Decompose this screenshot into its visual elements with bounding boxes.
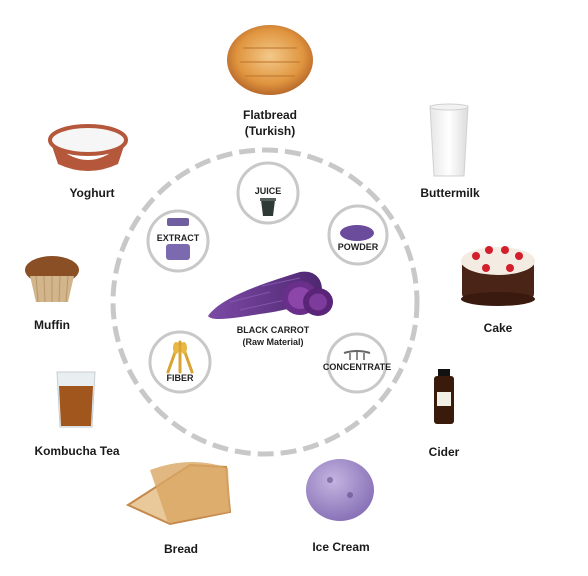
center-label-line1: BLACK CARROT (227, 324, 319, 336)
concentrate-label: CONCENTRATE (318, 362, 396, 372)
bread-image (128, 462, 230, 524)
yoghurt-bowl-image (50, 125, 126, 171)
powder-node (329, 206, 387, 264)
flatbread-label-line2: (Turkish) (225, 123, 315, 139)
ice-cream-label: Ice Cream (298, 539, 384, 555)
flatbread-label: Flatbread (Turkish) (225, 107, 315, 139)
powder-label: POWDER (330, 242, 386, 252)
kombucha-glass-image (57, 372, 95, 427)
buttermilk-glass-image (430, 104, 468, 176)
cider-bottle-image (434, 369, 454, 424)
center-label-line2: (Raw Material) (227, 336, 319, 348)
juice-label: JUICE (244, 186, 292, 196)
cider-label: Cider (418, 444, 470, 460)
kombucha-tea-label: Kombucha Tea (22, 443, 132, 459)
muffin-image (25, 256, 79, 302)
muffin-label: Muffin (24, 317, 80, 333)
cake-image (461, 246, 535, 306)
ice-cream-image (306, 459, 374, 521)
bread-label: Bread (152, 541, 210, 557)
powder-pile-icon (340, 225, 374, 241)
buttermilk-label: Buttermilk (408, 185, 492, 201)
extract-label: EXTRACT (148, 233, 208, 243)
flatbread-label-line1: Flatbread (225, 107, 315, 123)
cake-label: Cake (472, 320, 524, 336)
center-label: BLACK CARROT (Raw Material) (227, 324, 319, 348)
fiber-node (150, 332, 210, 392)
fiber-label: FIBER (154, 373, 206, 383)
black-carrot-image (208, 272, 333, 319)
flatbread-image (227, 25, 313, 95)
yoghurt-label: Yoghurt (56, 185, 128, 201)
